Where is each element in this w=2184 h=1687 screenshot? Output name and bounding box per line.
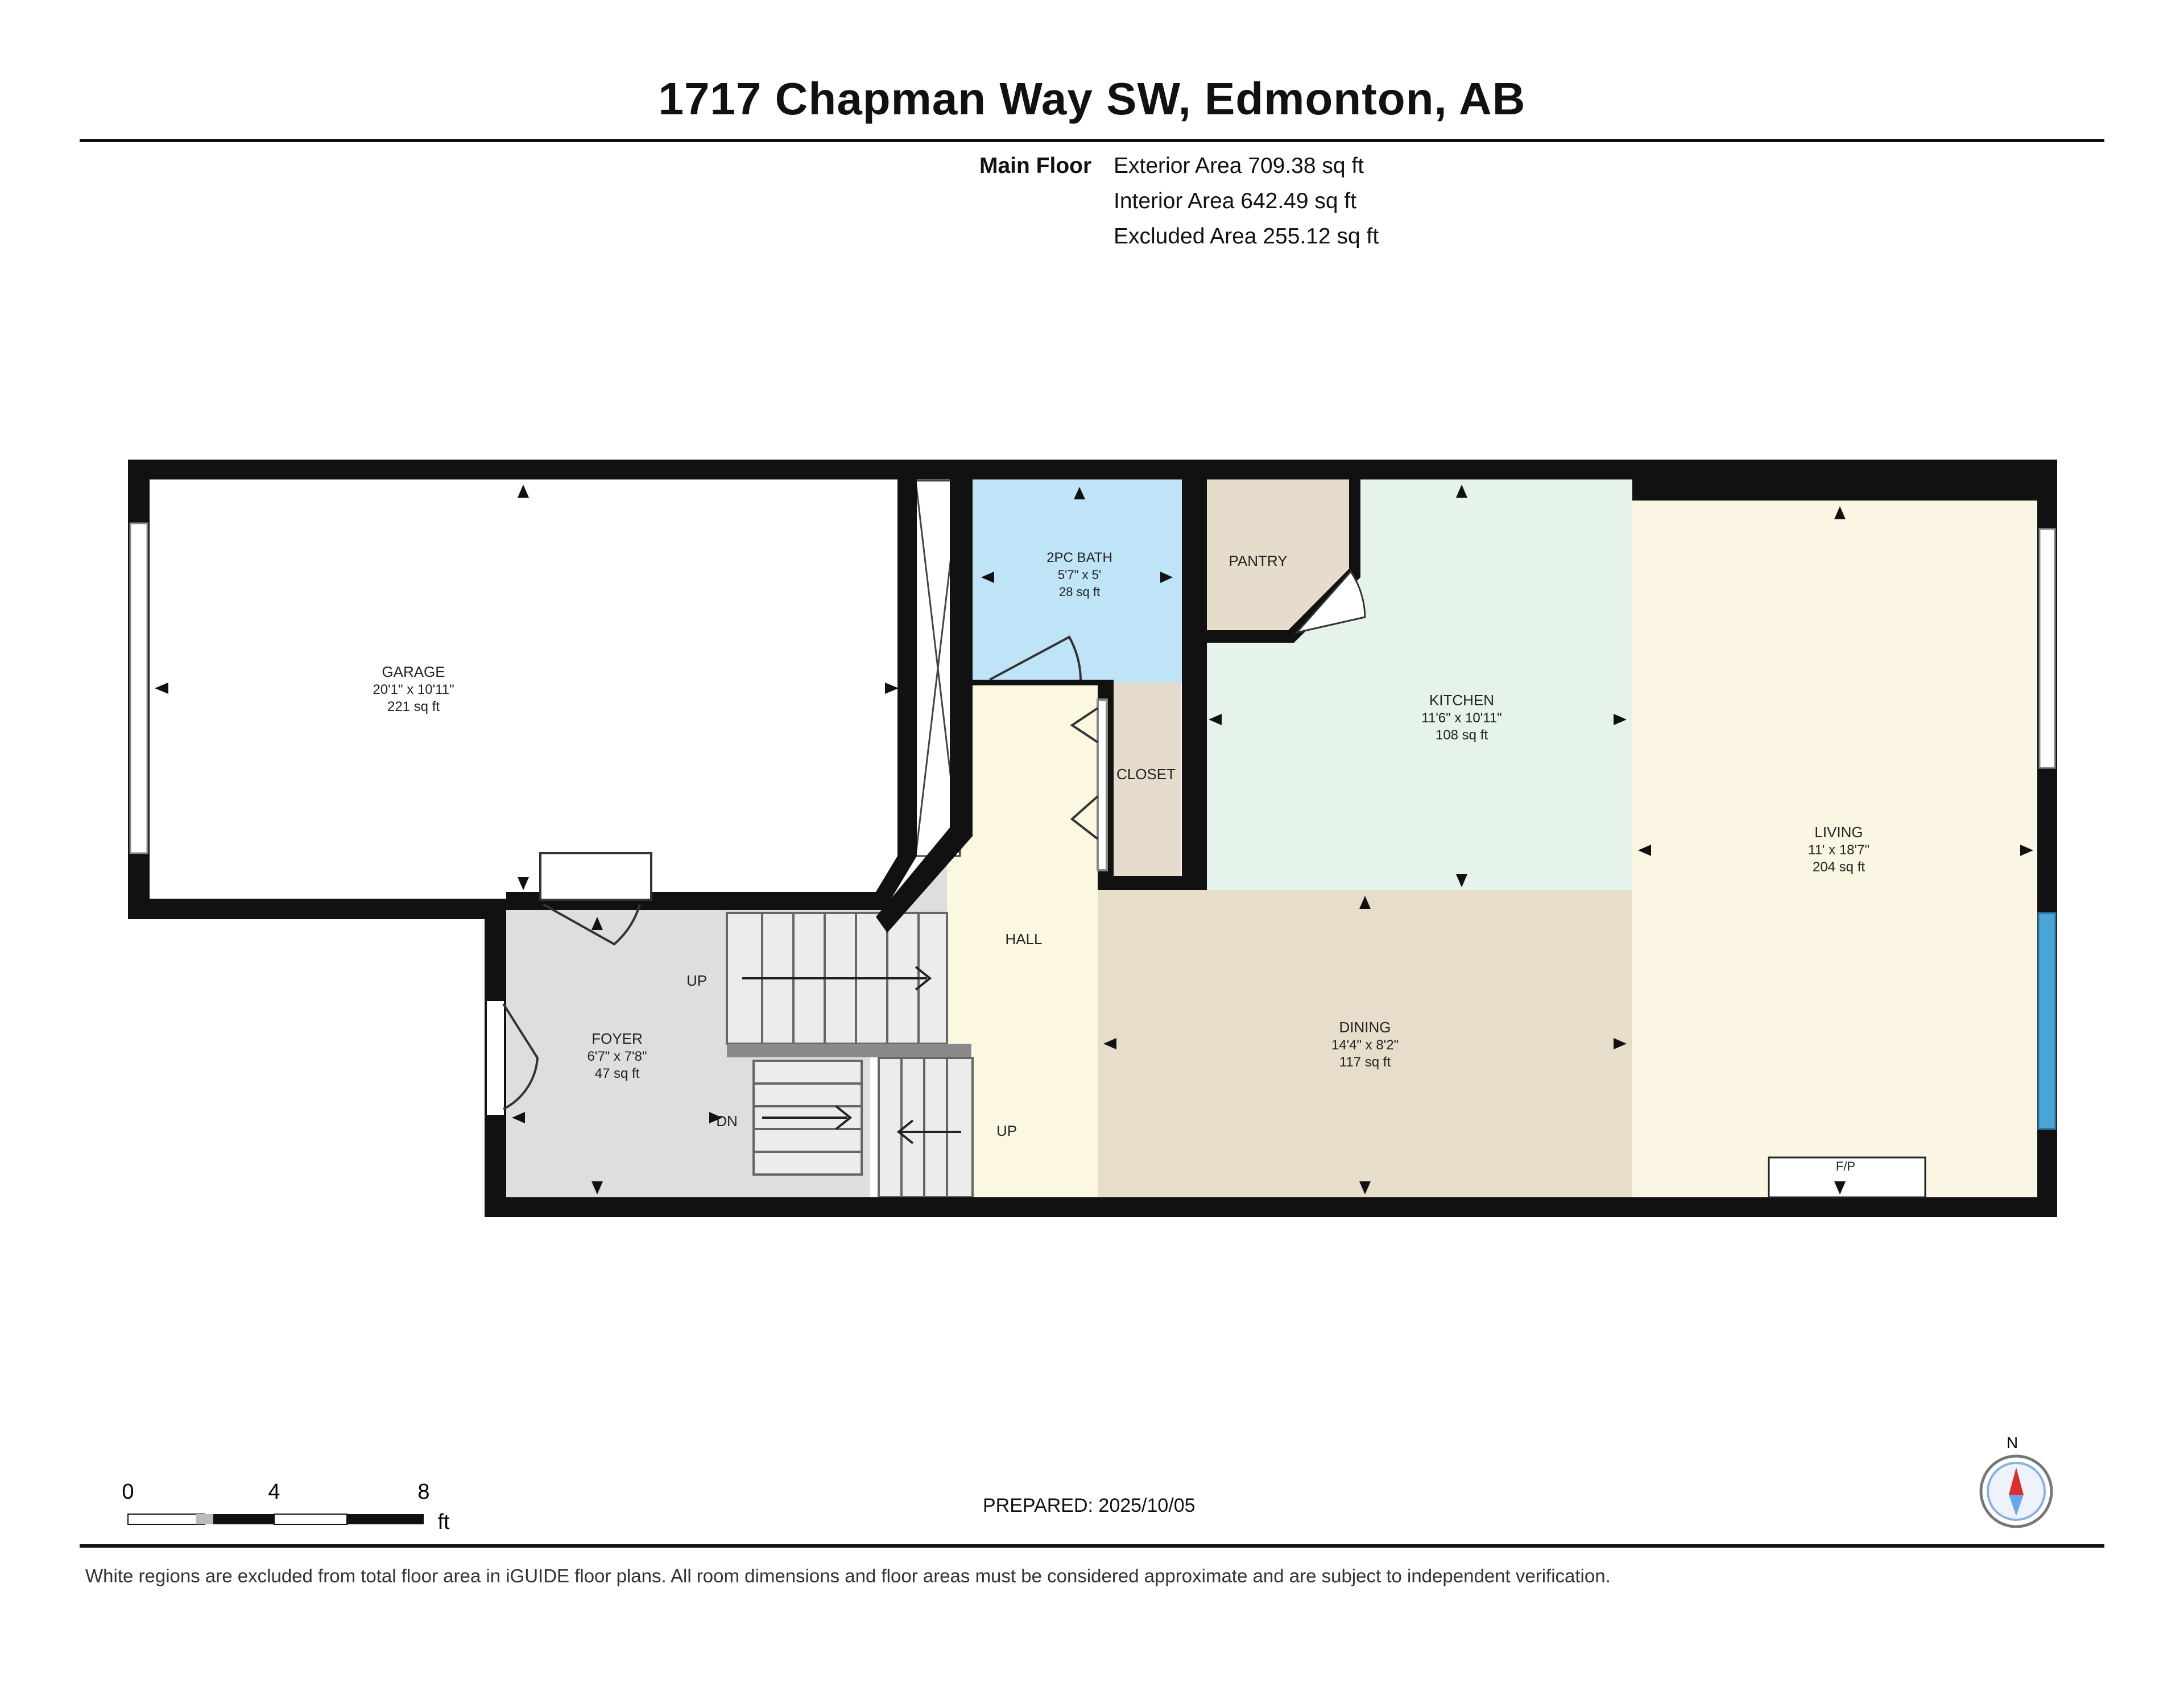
foyer-dims: 6'7" x 7'8" — [588, 1049, 647, 1064]
stair-up-label: UP — [686, 972, 707, 989]
scale-tick-4: 4 — [268, 1480, 280, 1504]
dining-area: 117 sq ft — [1339, 1055, 1391, 1070]
living-dims: 11' x 18'7" — [1808, 842, 1869, 858]
room-hall — [947, 683, 1098, 1197]
foyer-area: 47 sq ft — [595, 1066, 640, 1081]
pantry-name: PANTRY — [1228, 552, 1287, 569]
dining-name: DINING — [1339, 1019, 1391, 1036]
prepared-date: PREPARED: 2025/10/05 — [983, 1495, 1196, 1516]
room-closet — [1106, 683, 1181, 879]
doors — [502, 570, 1926, 1198]
hall-name: HALL — [1005, 931, 1042, 948]
disclaimer: White regions are excluded from total fl… — [85, 1565, 1611, 1586]
dimension-arrows — [155, 485, 2033, 1194]
compass-icon: N — [1979, 1434, 2053, 1528]
room-dining — [1098, 890, 1632, 1197]
bath-dims: 5'7" x 5' — [1058, 568, 1101, 582]
bath-area: 28 sq ft — [1059, 585, 1100, 599]
scale-tick-8: 8 — [417, 1480, 429, 1504]
stairs-up-lower — [878, 1057, 974, 1198]
page-title: 1717 Chapman Way SW, Edmonton, AB — [658, 73, 1526, 124]
scale-unit: ft — [437, 1510, 450, 1534]
header-rule — [80, 139, 2104, 142]
floor-name: Main Floor — [979, 154, 1092, 178]
foyer-door-opening — [487, 1001, 504, 1115]
living-window-blue — [2037, 912, 2057, 1130]
living-name: LIVING — [1814, 824, 1863, 841]
exterior-area: Exterior Area 709.38 sq ft — [1114, 154, 1364, 178]
garage-area: 221 sq ft — [387, 699, 440, 714]
kitchen-name: KITCHEN — [1429, 692, 1494, 709]
foyer-name: FOYER — [592, 1030, 643, 1047]
dining-dims: 14'4" x 8'2" — [1331, 1037, 1399, 1053]
scale-tick-0: 0 — [122, 1480, 134, 1504]
stairs-down — [752, 1060, 863, 1176]
bath-name: 2PC BATH — [1046, 550, 1112, 565]
stairs-up — [726, 912, 948, 1045]
living-window-top — [2038, 528, 2056, 769]
kitchen-dims: 11'6" x 10'11" — [1421, 710, 1502, 726]
compass-north-label: N — [2007, 1434, 2018, 1452]
garage-name: GARAGE — [382, 663, 445, 680]
fireplace-label: F/P — [1836, 1159, 1855, 1173]
living-area: 204 sq ft — [1813, 859, 1865, 875]
excluded-area: Excluded Area 255.12 sq ft — [1114, 224, 1379, 249]
footer-rule — [80, 1544, 2104, 1548]
room-living — [1632, 501, 2042, 1197]
scale-bar: 0 4 8 ft — [122, 1480, 450, 1534]
room-pantry — [1207, 478, 1349, 634]
interior-area: Interior Area 642.49 sq ft — [1114, 189, 1357, 213]
stair-up-label-2: UP — [996, 1122, 1017, 1139]
room-kitchen — [1201, 478, 1632, 890]
kitchen-area: 108 sq ft — [1436, 727, 1488, 743]
room-bath — [973, 478, 1184, 683]
stair-down-label: DN — [716, 1113, 738, 1130]
garage-dims: 20'1" x 10'11" — [373, 682, 454, 697]
garage-window — [129, 522, 148, 854]
closet-name: CLOSET — [1116, 766, 1176, 783]
